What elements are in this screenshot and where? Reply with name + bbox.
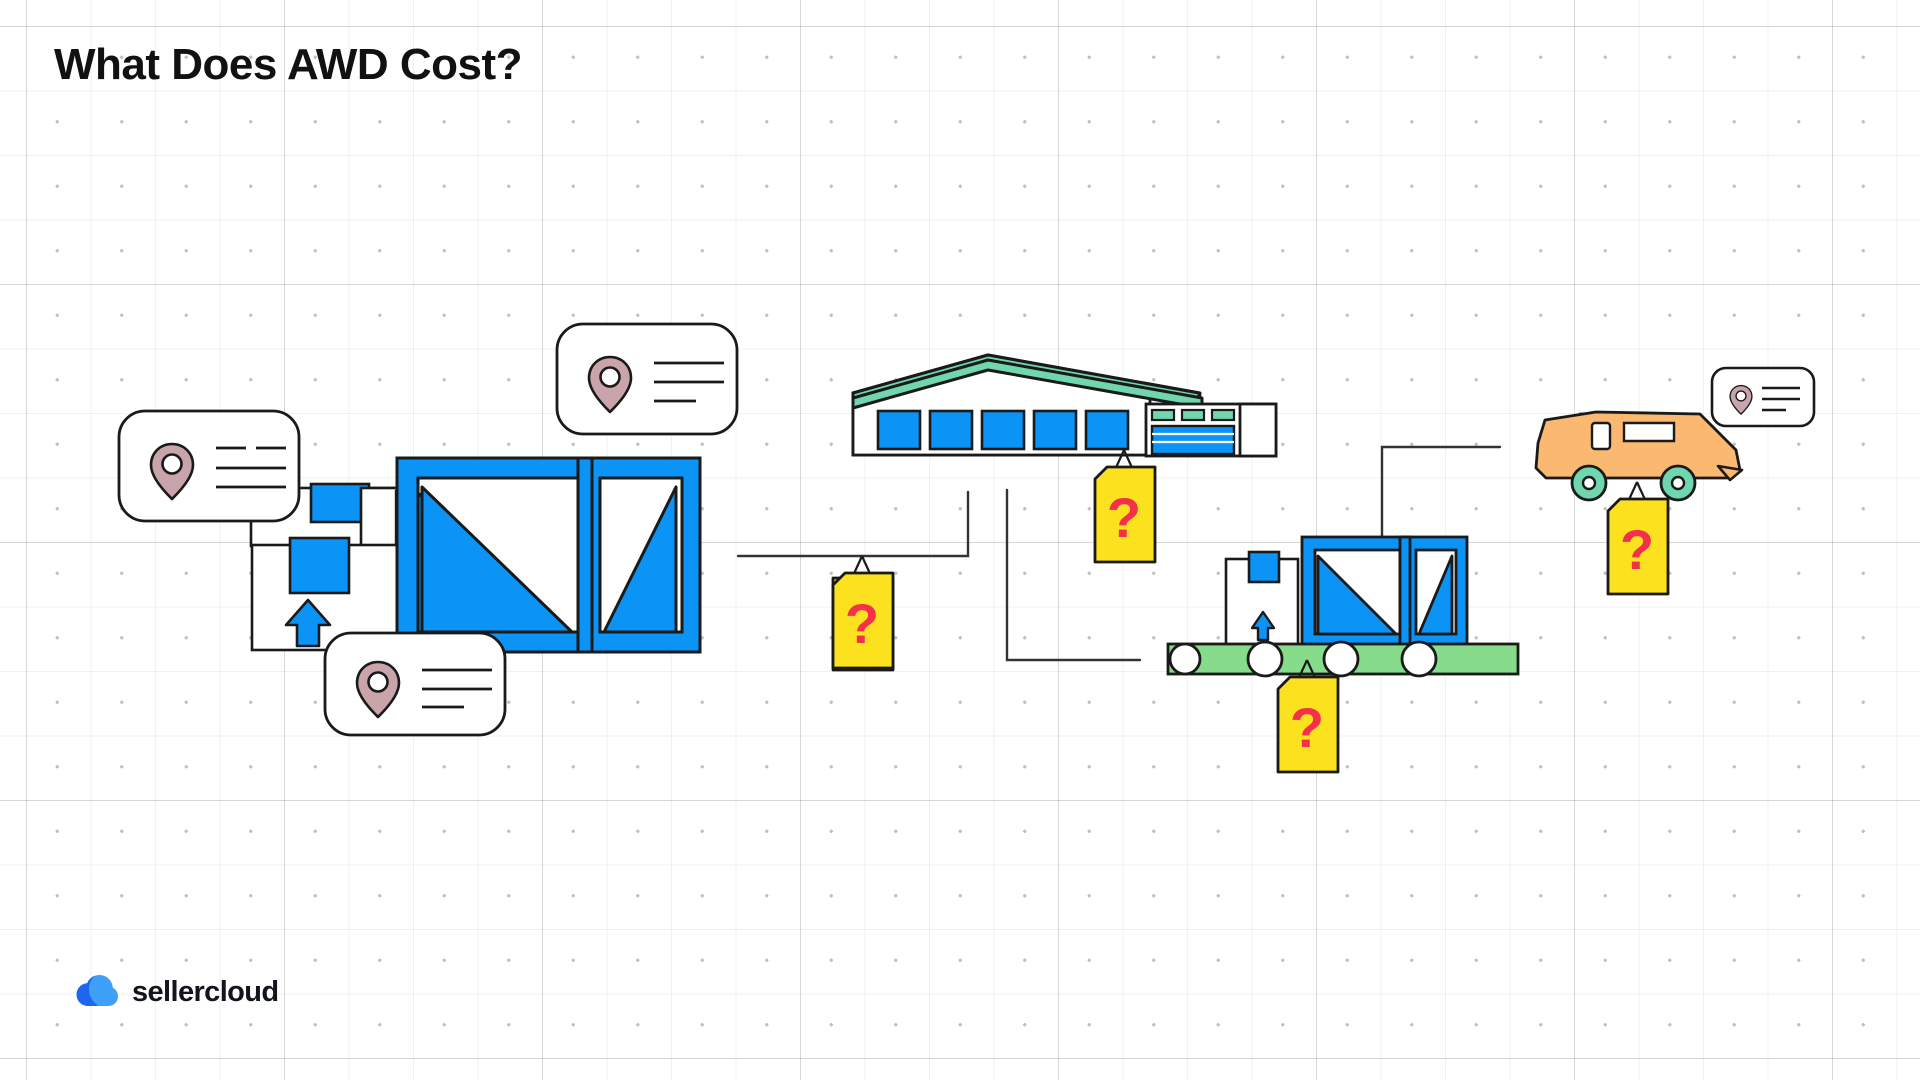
tag-symbol: ? xyxy=(1290,696,1324,759)
card-text-lines xyxy=(422,668,492,709)
brand-name: sellercloud xyxy=(132,975,279,1008)
card-text-lines xyxy=(1762,386,1800,412)
price-tag-packages: ? xyxy=(831,555,895,672)
card-text-lines xyxy=(654,361,724,403)
warehouse-building xyxy=(851,353,1278,458)
page-title: What Does AWD Cost? xyxy=(54,40,522,89)
delivery-van xyxy=(1534,410,1744,502)
location-card-top-middle xyxy=(555,322,739,436)
brand-logo[interactable]: sellercloud xyxy=(76,975,279,1009)
price-tag-van: ? xyxy=(1606,481,1670,596)
conveyor-pallet xyxy=(1166,535,1520,678)
location-card-lower-left xyxy=(323,631,507,737)
location-card-upper-left xyxy=(117,409,301,523)
shipping-crate xyxy=(395,456,702,654)
cloud-icon xyxy=(76,975,118,1006)
tag-symbol: ? xyxy=(1107,486,1141,549)
card-text-lines xyxy=(216,446,286,489)
price-tag-conveyor: ? xyxy=(1276,659,1340,774)
location-card-right xyxy=(1710,366,1816,428)
tag-symbol: ? xyxy=(845,592,879,655)
tag-symbol: ? xyxy=(1620,518,1654,581)
connector-lines xyxy=(736,445,1502,662)
price-tag-warehouse: ? xyxy=(1093,449,1157,564)
